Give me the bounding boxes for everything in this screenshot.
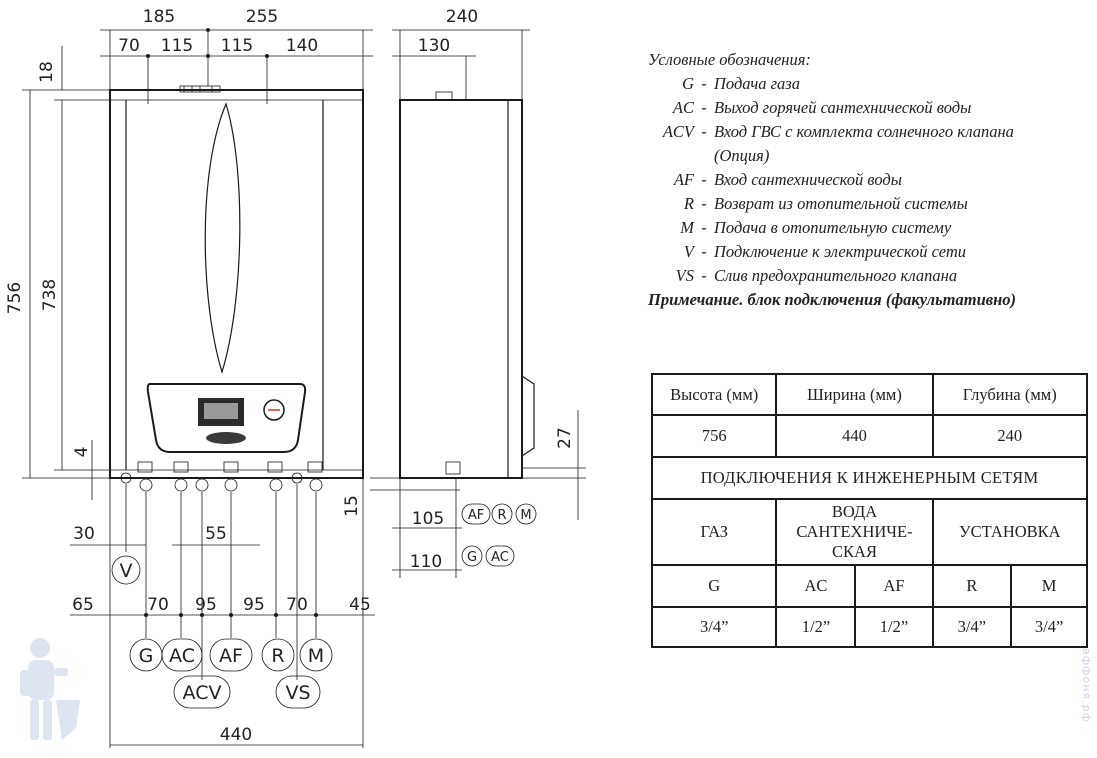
dim-115-right: 115 <box>221 36 253 56</box>
code-vs: VS <box>285 682 310 704</box>
dim-95-right: 95 <box>243 595 265 615</box>
spec-group-water-line: САНТЕХНИЧЕ- <box>796 522 913 541</box>
spec-size-r: 3/4” <box>931 606 1013 648</box>
connection-circles <box>120 472 323 492</box>
spec-group-water: ВОДА САНТЕХНИЧЕ- СКАЯ <box>775 498 934 566</box>
dim-738-height: 738 <box>40 279 60 311</box>
dim-105: 105 <box>412 509 444 529</box>
dim-110: 110 <box>410 552 442 572</box>
spec-value-height: 756 <box>650 414 778 458</box>
legend-item: VS-Слив предохранительного клапана <box>675 266 958 285</box>
dim-27: 27 <box>555 427 575 449</box>
plumber-mascot-icon <box>20 638 80 740</box>
dim-18: 18 <box>37 61 57 83</box>
code-acv: ACV <box>183 682 222 704</box>
code-circles-row1: G AC AF R M <box>129 638 333 672</box>
boiler-side-body <box>399 99 523 479</box>
front-view: 185 255 70 115 115 140 18 756 738 4 30 V… <box>5 7 375 748</box>
code-g: G <box>139 645 154 667</box>
legend-item: ACV-Вход ГВС с комплекта солнечного клап… <box>662 122 1014 141</box>
side-code-af: AF <box>468 508 484 523</box>
control-knob <box>206 432 246 444</box>
spec-connections-title: ПОДКЛЮЧЕНИЯ К ИНЖЕНЕРНЫМ СЕТЯМ <box>651 456 1088 500</box>
side-codes-105: AF R M <box>461 503 537 525</box>
legend-item: G-Подача газа <box>682 74 800 93</box>
spec-code-af: AF <box>854 564 934 608</box>
code-v-circle <box>111 555 141 585</box>
spec-group-water-line: ВОДА <box>831 502 878 521</box>
spec-code-m: M <box>1010 564 1088 608</box>
dim-4: 4 <box>72 447 92 458</box>
spec-value-width: 440 <box>775 414 934 458</box>
legend-item: M-Подача в отопительную систему <box>680 218 952 237</box>
dim-440-width: 440 <box>220 725 252 745</box>
dim-240-depth: 240 <box>446 7 478 27</box>
code-af: AF <box>219 645 243 667</box>
boiler-front-body <box>109 89 364 479</box>
spec-size-af: 1/2” <box>854 606 934 648</box>
dim-30: 30 <box>73 524 95 544</box>
spec-value-depth: 240 <box>931 414 1089 458</box>
spec-size-ac: 1/2” <box>775 606 857 648</box>
dim-65: 65 <box>72 595 94 615</box>
dim-95-left: 95 <box>195 595 217 615</box>
code-r: R <box>271 645 284 667</box>
front-panel-lens <box>204 102 241 375</box>
spec-size-g: 3/4” <box>650 606 778 648</box>
spec-header-depth: Глубина (мм) <box>931 373 1089 416</box>
dim-115-left: 115 <box>161 36 193 56</box>
legend-item: V-Подключение к электрической сети <box>683 242 966 261</box>
code-m: M <box>308 645 324 667</box>
dim-185: 185 <box>143 7 175 27</box>
spec-group-water-line: СКАЯ <box>832 542 877 561</box>
spec-size-m: 3/4” <box>1010 606 1088 648</box>
spec-header-height: Высота (мм) <box>650 373 778 416</box>
spec-code-g: G <box>650 564 778 608</box>
legend-title: Условные обозначения: <box>648 50 811 69</box>
legend-item: AC-Выход горячей сантехнической воды <box>672 98 972 117</box>
spec-code-r: R <box>931 564 1013 608</box>
dim-255: 255 <box>246 7 278 27</box>
spec-header-width: Ширина (мм) <box>775 373 934 416</box>
dim-45: 45 <box>349 595 371 615</box>
dim-130: 130 <box>418 36 450 56</box>
dim-70-top: 70 <box>118 36 140 56</box>
dim-70-bottom-left: 70 <box>147 595 169 615</box>
dim-55: 55 <box>205 524 227 544</box>
dim-756-height: 756 <box>5 282 25 314</box>
dim-70-bottom-right: 70 <box>286 595 308 615</box>
spec-code-ac: AC <box>775 564 857 608</box>
side-code-ac: AC <box>491 550 509 565</box>
side-panel-bulge <box>521 375 535 457</box>
side-code-m: M <box>520 508 531 523</box>
legend-item: (Опция) <box>714 146 770 165</box>
spec-group-gas: ГАЗ <box>650 498 778 566</box>
side-code-r: R <box>497 508 506 523</box>
spec-table: Высота (мм) Ширина (мм) Глубина (мм) 756… <box>650 373 1089 648</box>
side-code-g: G <box>467 550 477 565</box>
side-codes-110: G AC <box>461 545 515 567</box>
legend-item: R-Возврат из отопительной системы <box>683 194 968 213</box>
code-v-label: V <box>120 560 133 582</box>
legend-note: Примечание. блок подключения (факультати… <box>648 290 1017 309</box>
dim-140: 140 <box>286 36 318 56</box>
control-panel <box>146 383 307 453</box>
dim-15: 15 <box>342 495 362 517</box>
bottom-connection-stubs <box>137 461 323 473</box>
legend-item: AF-Вход сантехнической воды <box>673 170 902 189</box>
side-view: 240 130 27 15 105 110 AF R M G AC <box>342 7 586 578</box>
site-watermark: аффоня.рф <box>1080 648 1093 723</box>
spec-group-installation: УСТАНОВКА <box>931 498 1089 566</box>
legend: Условные обозначения: G-Подача газа AC-В… <box>648 48 1094 312</box>
code-ac: AC <box>169 645 195 667</box>
code-circles-row2: ACV VS <box>173 675 321 709</box>
